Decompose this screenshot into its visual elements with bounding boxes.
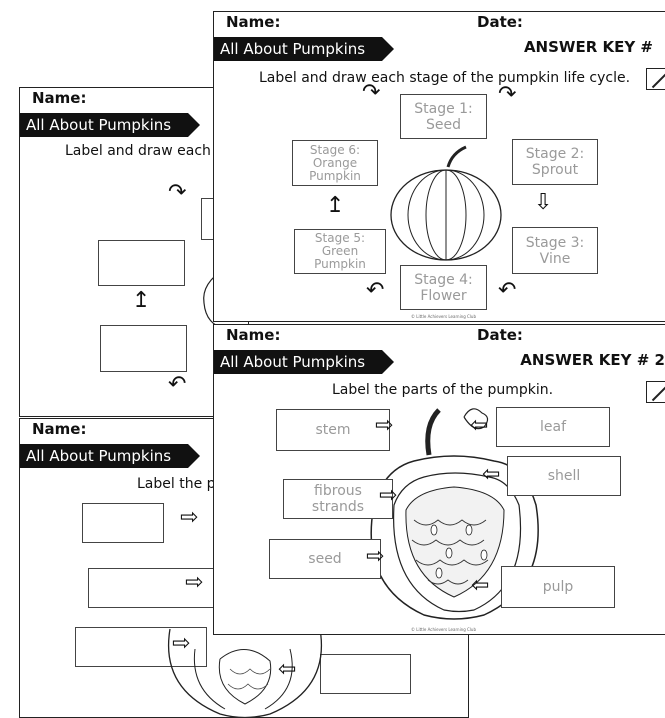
part-label-shell[interactable]: shell	[507, 456, 621, 496]
name-row: Name:	[20, 88, 248, 108]
name-label: Name:	[226, 13, 281, 31]
right-arrow-icon: ⇨	[379, 483, 398, 508]
part-label-leaf[interactable]: leaf	[496, 407, 610, 447]
cycle-arrow-icon: ↷	[498, 82, 517, 107]
part-label-box-blank[interactable]	[75, 627, 207, 667]
left-arrow-icon: ⇦	[482, 462, 501, 487]
cycle-arrow-icon: ⇩	[534, 190, 553, 215]
cycle-arrow-icon: ↶	[366, 278, 385, 303]
stage-3-box[interactable]: Stage 3: Vine	[512, 227, 598, 274]
name-row: Name: Date:	[214, 325, 665, 345]
part-label-pulp[interactable]: pulp	[501, 566, 615, 608]
title-banner: All About Pumpkins ANSWER KEY # 2	[214, 350, 665, 374]
cycle-arrow-icon: ↶	[498, 278, 517, 303]
pumpkin-cross-section-drawing	[370, 408, 539, 620]
part-label-box-blank[interactable]	[82, 503, 164, 543]
right-arrow-icon: ⇨	[180, 505, 199, 530]
cycle-arrow-icon: ↷	[168, 180, 187, 205]
date-label: Date:	[477, 326, 523, 344]
right-arrow-icon: ⇨	[366, 544, 385, 569]
cycle-arrow-icon: ↥	[326, 193, 345, 218]
name-row: Name:	[20, 419, 468, 439]
pumpkin-drawing	[390, 145, 502, 261]
name-label: Name:	[32, 420, 87, 438]
worksheet-life-cycle-answer-key: Name: Date: All About Pumpkins ANSWER KE…	[213, 11, 665, 322]
pumpkin-cross-section-drawing	[168, 628, 322, 717]
worksheet-life-cycle-blank: Name: All About Pumpkins Label and draw …	[19, 87, 249, 417]
name-row: Name: Date:	[214, 12, 665, 32]
name-label: Name:	[32, 89, 87, 107]
cycle-arrow-icon: ↥	[132, 288, 151, 313]
instructions-text: Label the p	[137, 476, 216, 492]
stage-6-box[interactable]: Stage 6: Orange Pumpkin	[292, 140, 378, 186]
title-banner: All About Pumpkins	[20, 113, 248, 137]
title-ribbon: All About Pumpkins	[214, 37, 394, 61]
stage-4-box[interactable]: Stage 4: Flower	[400, 265, 487, 310]
part-label-fibrous-strands[interactable]: fibrous strands	[283, 479, 393, 519]
date-label: Date:	[477, 13, 523, 31]
cycle-arrow-icon: ↶	[168, 372, 187, 397]
answer-key-label: ANSWER KEY #	[523, 38, 653, 56]
part-label-seed[interactable]: seed	[269, 539, 381, 579]
pencil-icon	[646, 381, 665, 403]
right-arrow-icon: ⇨	[172, 631, 191, 656]
copyright-text: © Little Achievers Learning Club	[411, 627, 477, 632]
part-label-stem[interactable]: stem	[276, 409, 390, 451]
part-label-box-blank[interactable]	[320, 654, 411, 694]
cycle-arrow-icon: ↷	[362, 80, 381, 105]
stage-5-box[interactable]: Stage 5: Green Pumpkin	[294, 229, 386, 274]
title-banner: All About Pumpkins ANSWER KEY #	[214, 37, 665, 61]
copyright-text: © Little Achievers Learning Club	[411, 314, 477, 319]
stage-box-blank[interactable]	[98, 240, 185, 286]
name-label: Name:	[226, 326, 281, 344]
left-arrow-icon: ⇦	[278, 657, 297, 682]
stage-2-box[interactable]: Stage 2: Sprout	[512, 139, 598, 185]
stage-1-box[interactable]: Stage 1: Seed	[400, 94, 487, 139]
instructions-text: Label and draw each	[65, 143, 211, 159]
title-ribbon: All About Pumpkins	[214, 350, 394, 374]
answer-key-label: ANSWER KEY # 2	[520, 351, 665, 369]
left-arrow-icon: ⇦	[470, 413, 489, 438]
pencil-icon	[646, 68, 665, 90]
part-label-box-blank[interactable]	[88, 568, 218, 608]
instructions-text: Label the parts of the pumpkin.	[332, 382, 554, 398]
stage-box-blank[interactable]	[100, 325, 187, 372]
title-banner: All About Pumpkins	[20, 444, 468, 468]
right-arrow-icon: ⇨	[375, 413, 394, 438]
title-ribbon: All About Pumpkins	[20, 113, 200, 137]
right-arrow-icon: ⇨	[185, 570, 204, 595]
instructions-text: Label and draw each stage of the pumpkin…	[259, 70, 631, 86]
left-arrow-icon: ⇦	[471, 573, 490, 598]
title-ribbon: All About Pumpkins	[20, 444, 200, 468]
worksheet-parts-answer-key: Name: Date: All About Pumpkins ANSWER KE…	[213, 324, 665, 635]
